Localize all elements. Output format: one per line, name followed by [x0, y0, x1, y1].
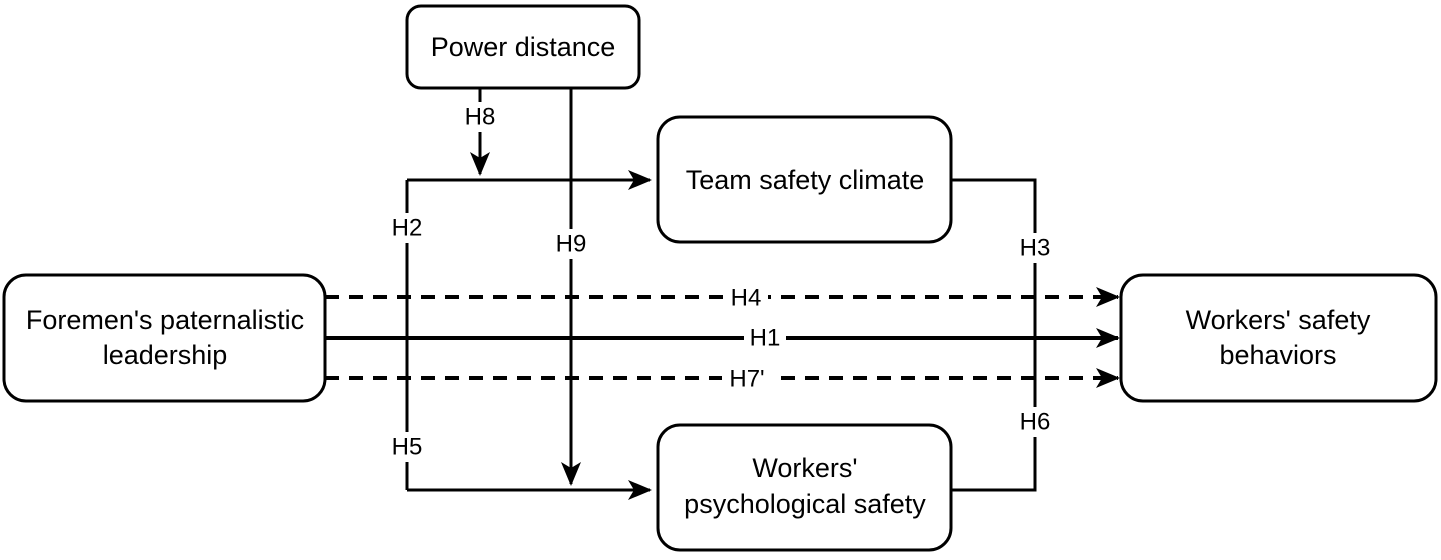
h9-label: H9 — [556, 230, 587, 257]
team-safety-climate-box — [656, 115, 953, 244]
h3-h6-connector — [952, 178, 1037, 492]
h4-label: H4 — [731, 284, 762, 311]
psych-safety-label-line2: psychological safety — [684, 489, 926, 519]
workers-behaviors-label-line2: behaviors — [1219, 340, 1336, 370]
foremen-label-line2: leadership — [103, 340, 228, 370]
h6-label: H6 — [1020, 408, 1051, 435]
workers-safety-behaviors-box — [1119, 273, 1438, 403]
h2-label: H2 — [392, 214, 423, 241]
foremen-leadership-box — [2, 273, 327, 403]
h8-label: H8 — [465, 103, 496, 130]
team-safety-climate-label: Team safety climate — [686, 165, 925, 195]
power-distance-box — [405, 4, 641, 90]
workers-behaviors-label-line1: Workers' safety — [1186, 305, 1371, 335]
h7-label: H7' — [729, 365, 764, 392]
foremen-label-line1: Foremen's paternalistic — [26, 305, 304, 335]
h3-label: H3 — [1020, 234, 1051, 261]
h1-label: H1 — [750, 324, 781, 351]
psychological-safety-box — [656, 423, 953, 552]
h5-label: H5 — [392, 433, 423, 460]
power-distance-label: Power distance — [431, 32, 616, 62]
psych-safety-label-line1: Workers' — [752, 453, 857, 483]
